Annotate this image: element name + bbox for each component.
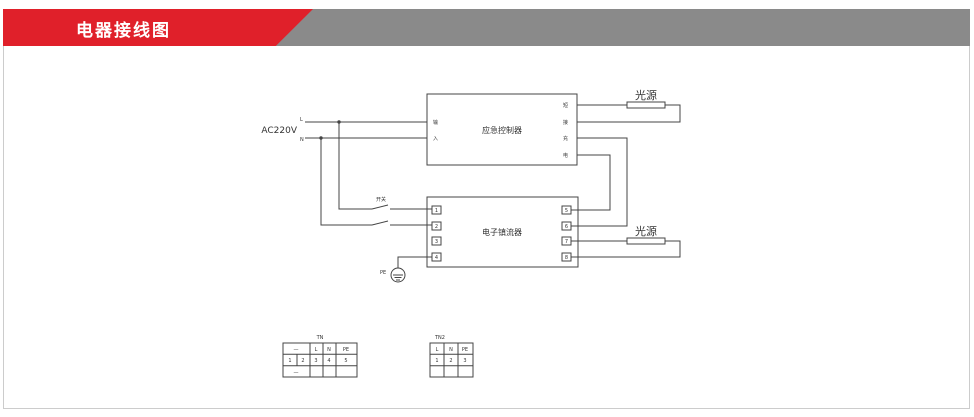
light-source-1 <box>626 101 666 109</box>
light-label-1: 光源 <box>635 88 657 102</box>
terminal-3: 3 <box>435 239 438 245</box>
terminal-6: 6 <box>565 224 568 230</box>
table-tn2-title: TN2 <box>434 335 445 341</box>
ballast-box <box>426 196 579 268</box>
terminal-2: 2 <box>435 224 438 230</box>
ctrl-out-2: 接 <box>563 119 568 126</box>
tn2-cell: L <box>436 347 439 353</box>
ground-icon <box>390 267 406 283</box>
supply-n: N <box>300 137 304 143</box>
tn-cell: 2 <box>301 358 304 364</box>
ctrl-out-4: 电 <box>563 152 568 159</box>
ctrl-in-2: 入 <box>433 136 438 142</box>
content-panel <box>3 46 970 409</box>
terminal-1: 1 <box>435 208 438 214</box>
tn-cell: — <box>294 347 299 353</box>
terminal-5: 5 <box>565 208 568 214</box>
tn-cell: 3 <box>314 358 317 364</box>
light-label-2: 光源 <box>635 224 657 238</box>
tn-cell: 1 <box>288 358 291 364</box>
ctrl-out-1: 短 <box>563 102 568 109</box>
header-tab <box>3 9 313 46</box>
ballast-label: 电子镇流器 <box>482 227 522 237</box>
ballast-terminals <box>431 205 572 262</box>
switch-label: 开关 <box>376 196 386 203</box>
pe-label: PE <box>380 270 386 276</box>
supply-label: AC220V <box>261 126 297 136</box>
tn-cell: 4 <box>327 358 330 364</box>
tn-cell: N <box>327 347 331 353</box>
tn-cell: L <box>315 347 318 353</box>
terminal-4: 4 <box>435 255 438 261</box>
supply-l: L <box>300 117 303 123</box>
controller-label: 应急控制器 <box>482 125 522 135</box>
table-tn2 <box>429 342 474 378</box>
ctrl-out-3: 充 <box>563 135 568 142</box>
ctrl-in-1: 输 <box>433 119 438 126</box>
controller-box <box>426 93 578 166</box>
tn-cell: — <box>294 370 299 376</box>
terminal-8: 8 <box>565 255 568 261</box>
tn2-cell: 1 <box>435 358 438 364</box>
tn2-cell: 2 <box>449 358 452 364</box>
tn2-cell: N <box>449 347 453 353</box>
table-tn <box>282 342 358 378</box>
tn-cell: PE <box>343 347 349 353</box>
wires <box>305 104 681 268</box>
tn-cell: 5 <box>344 358 347 364</box>
light-source-2 <box>626 237 666 245</box>
table-tn-title: TN <box>316 335 324 341</box>
tn2-cell: 3 <box>463 358 466 364</box>
page-title: 电器接线图 <box>76 21 171 41</box>
tn2-cell: PE <box>462 347 468 353</box>
terminal-7: 7 <box>565 239 568 245</box>
